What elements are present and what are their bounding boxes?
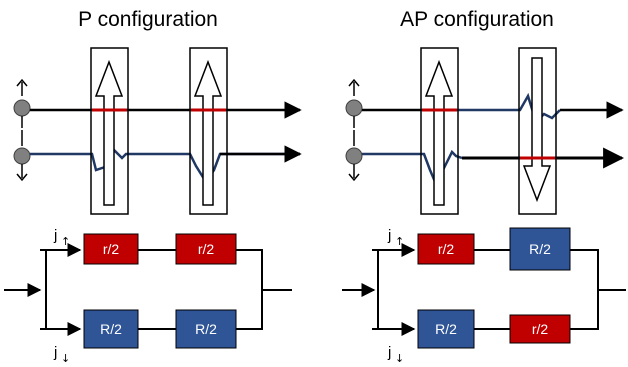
current-down-label: j ↓ bbox=[387, 344, 404, 365]
svg-text:↓: ↓ bbox=[61, 352, 70, 365]
magnetization-down-arrow bbox=[522, 57, 552, 203]
spin-down-trajectory bbox=[30, 147, 300, 185]
ferromagnet-layer-2 bbox=[189, 47, 228, 215]
svg-text:r/2: r/2 bbox=[532, 321, 549, 337]
current-up-label: j ↑ bbox=[387, 227, 404, 248]
svg-text:R/2: R/2 bbox=[195, 321, 217, 337]
resistor-bottom-1: R/2 bbox=[417, 309, 475, 349]
magnetization-up-arrow bbox=[424, 59, 454, 206]
svg-text:↓: ↓ bbox=[395, 352, 404, 365]
svg-text:j: j bbox=[387, 344, 391, 361]
current-down-label: j ↓ bbox=[53, 344, 70, 365]
spin-down-trajectory bbox=[362, 149, 463, 187]
equivalent-circuit bbox=[4, 243, 292, 336]
electron-spin-down bbox=[13, 130, 31, 182]
panel-p-configuration: P configuration bbox=[4, 8, 302, 365]
panel-ap-configuration: AP configuration bbox=[342, 8, 626, 365]
electron-spin-up bbox=[13, 78, 31, 128]
svg-text:R/2: R/2 bbox=[435, 321, 457, 337]
equivalent-circuit bbox=[342, 243, 626, 336]
svg-text:j: j bbox=[387, 227, 391, 244]
ferromagnet-layer-1 bbox=[90, 47, 129, 215]
magnetization-up-arrow bbox=[94, 59, 124, 206]
magnetization-up-arrow bbox=[193, 59, 223, 206]
ferromagnet-layer-2 bbox=[518, 47, 557, 215]
svg-text:r/2: r/2 bbox=[103, 241, 120, 257]
svg-text:↑: ↑ bbox=[395, 235, 404, 248]
resistor-bottom-1: R/2 bbox=[83, 309, 139, 349]
ferromagnet-layer-1 bbox=[420, 47, 459, 215]
resistor-bottom-2: r/2 bbox=[509, 314, 571, 344]
electron-spin-up bbox=[345, 78, 363, 128]
svg-text:R/2: R/2 bbox=[529, 241, 551, 257]
svg-text:j: j bbox=[53, 344, 57, 361]
resistor-top-2: R/2 bbox=[509, 227, 571, 271]
svg-text:r/2: r/2 bbox=[198, 241, 215, 257]
resistor-top-1: r/2 bbox=[417, 233, 475, 265]
current-up-label: j ↑ bbox=[53, 227, 70, 248]
svg-text:j: j bbox=[53, 227, 57, 244]
resistor-top-1: r/2 bbox=[83, 233, 139, 265]
electron-spin-down bbox=[345, 130, 363, 182]
svg-text:R/2: R/2 bbox=[100, 321, 122, 337]
svg-text:r/2: r/2 bbox=[438, 241, 455, 257]
panel-title: AP configuration bbox=[400, 8, 554, 31]
svg-text:↑: ↑ bbox=[61, 235, 70, 248]
panel-title: P configuration bbox=[78, 8, 218, 31]
resistor-top-2: r/2 bbox=[175, 233, 237, 265]
resistor-bottom-2: R/2 bbox=[175, 309, 237, 349]
